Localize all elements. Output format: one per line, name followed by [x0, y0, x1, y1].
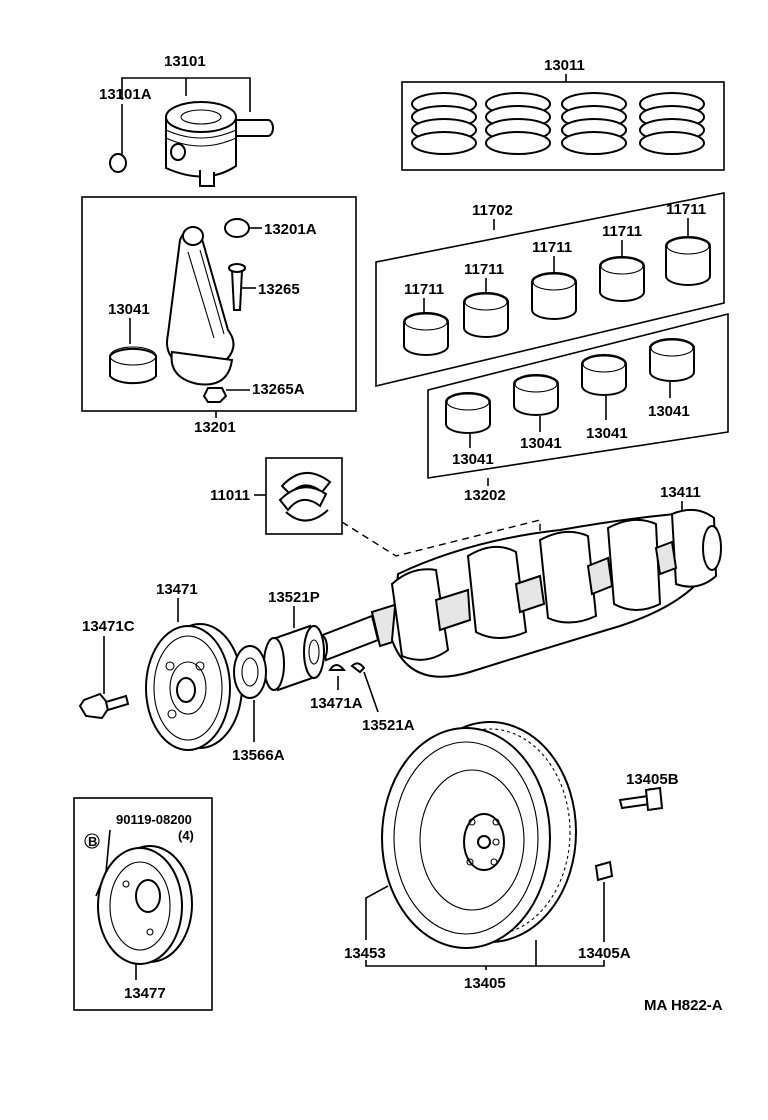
label-13265A: 13265A	[252, 381, 305, 398]
crankshaft: 13411	[316, 484, 722, 678]
label-11711-a: 11711	[404, 281, 444, 298]
crankshaft-snout	[318, 614, 380, 662]
label-13101: 13101	[164, 53, 206, 70]
label-13041-b: 13041	[520, 435, 562, 452]
label-13521A: 13521A	[362, 717, 415, 734]
ring-stack-3	[561, 92, 627, 155]
label-13471A: 13471A	[310, 695, 363, 712]
pulley-bolt	[78, 692, 112, 720]
connecting-rod-box	[81, 196, 357, 412]
dowel-pin	[594, 860, 614, 882]
label-13405: 13405	[464, 975, 506, 992]
label-11711-e: 11711	[666, 201, 706, 218]
b-marker	[84, 833, 100, 849]
rod-nut	[202, 387, 228, 403]
label-qty-4: (4)	[178, 828, 194, 843]
label-13265: 13265	[258, 281, 300, 298]
alt-pulley-box	[73, 797, 213, 1011]
connecting-rod-group: 13201A 13265 13265A 13041 13201	[81, 196, 357, 436]
rod-bushing	[224, 218, 250, 238]
ring-stack-4	[639, 92, 705, 155]
label-13041-rod: 13041	[108, 301, 150, 318]
bearing-13041-b	[513, 374, 559, 416]
bearing-11711-d	[599, 256, 645, 302]
label-11711-b: 11711	[464, 261, 504, 278]
label-13411: 13411	[660, 484, 701, 501]
label-13201: 13201	[194, 419, 236, 436]
main-bearing-upper-set: 11702 11711 11711 11711 11711 11711	[375, 192, 725, 388]
crank-seal-ring	[233, 645, 267, 699]
key-13521A	[350, 662, 366, 674]
piston-group: 13101 13101A	[99, 53, 274, 187]
bearing-13041-d	[649, 338, 695, 382]
ring-set-box	[401, 81, 725, 171]
thrust-washer-box	[265, 457, 343, 535]
flywheel-bolt	[618, 794, 652, 810]
bearing-11711-b	[463, 292, 509, 338]
bearing-11711-e	[665, 236, 711, 286]
bearing-13041-c	[581, 354, 627, 396]
label-13101A: 13101A	[99, 86, 152, 103]
label-13202: 13202	[464, 487, 506, 504]
crankshaft-pulley-group: 13471 13471C 13521P 13566A 13471A 13521A	[78, 581, 415, 764]
label-13477: 13477	[124, 985, 166, 1002]
label-13405A: 13405A	[578, 945, 631, 962]
rod-bolt	[230, 269, 244, 311]
label-13471: 13471	[156, 581, 198, 598]
label-13041-a: 13041	[452, 451, 494, 468]
label-90119-08200: 90119-08200	[116, 812, 192, 827]
label-13041-d: 13041	[648, 403, 690, 420]
label-13471C: 13471C	[82, 618, 135, 635]
piston-pin	[235, 119, 274, 137]
piston-pin-clip	[109, 153, 127, 173]
bearing-11711-c	[531, 272, 577, 320]
upper-bearing-panel	[375, 192, 725, 388]
diagram-reference-code: MA H822-A	[644, 997, 723, 1014]
connecting-rod	[166, 228, 235, 364]
label-13041-c: 13041	[586, 425, 628, 442]
rod-bearing-set: 13041 13041 13041 13041 13202	[427, 312, 729, 504]
piston-ring-set: 13011	[401, 57, 725, 171]
ring-stack-1	[411, 92, 477, 155]
label-11702: 11702	[472, 202, 513, 219]
label-11711-d: 11711	[602, 223, 642, 240]
label-11011: 11011	[210, 487, 250, 504]
label-13201A: 13201A	[264, 221, 317, 238]
label-13566A: 13566A	[232, 747, 285, 764]
label-13405B: 13405B	[626, 771, 679, 788]
ring-stack-2	[485, 92, 551, 155]
label-13453: 13453	[344, 945, 386, 962]
label-11711-c: 11711	[532, 239, 572, 256]
lower-bearing-panel	[427, 312, 729, 479]
rod-cap	[170, 350, 234, 386]
bearing-11711-a	[403, 312, 449, 356]
thrust-washer-group: 11011	[210, 457, 541, 560]
rod-bearing	[109, 347, 157, 385]
key-13471A	[328, 664, 347, 671]
label-13521P: 13521P	[268, 589, 320, 606]
label-B: B	[88, 834, 97, 849]
flywheel-group: 13405B 13405A 13453 13405	[344, 721, 679, 992]
alt-pulley-group: B 90119-08200 (4) 13477	[73, 797, 213, 1011]
label-13011: 13011	[544, 57, 585, 74]
bearing-13041-a	[445, 392, 491, 434]
